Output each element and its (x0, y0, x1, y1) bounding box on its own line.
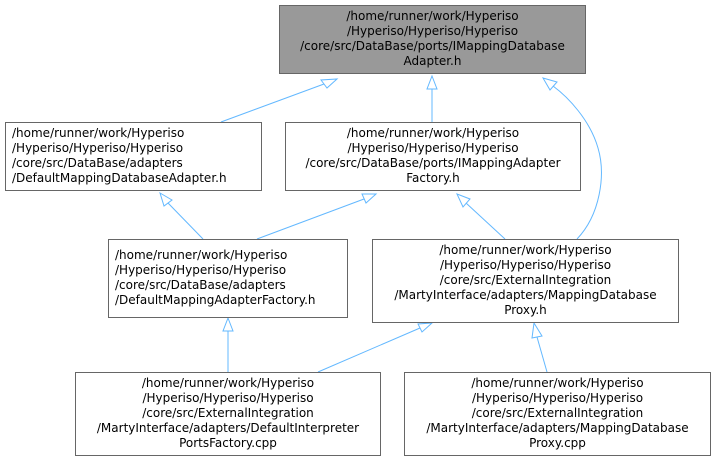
node-mappingdatabaseproxy-h[interactable]: /home/runner/work/Hyperiso /Hyperiso/Hyp… (372, 239, 679, 323)
dependency-edge-n4-n2 (465, 202, 506, 240)
node-label-line: Proxy.h (504, 303, 547, 317)
arrowhead-icon (361, 193, 378, 204)
arrowhead-icon (426, 74, 438, 90)
node-label-line: Factory.h (406, 171, 460, 185)
node-label-line: /DefaultMappingAdapterFactory.h (115, 293, 316, 307)
node-defaultinterpreterportsfactory-cpp[interactable]: /home/runner/work/Hyperiso /Hyperiso/Hyp… (75, 372, 381, 456)
node-label-line: PortsFactory.cpp (179, 436, 277, 450)
arrowhead-icon (456, 193, 471, 208)
node-label-line: /home/runner/work/Hyperiso (12, 126, 185, 140)
dependency-edge-n3-n1 (167, 202, 204, 240)
node-label-line: /core/src/DataBase/adapters (12, 156, 183, 170)
node-label-line: /core/src/ExternalIntegration (439, 273, 612, 287)
arrowhead-icon (222, 316, 234, 332)
node-defaultmappingdatabaseadapter-h[interactable]: /home/runner/work/Hyperiso /Hyperiso/Hyp… (5, 122, 262, 191)
node-label-line: /Hyperiso/Hyperiso/Hyperiso (142, 391, 314, 405)
node-defaultmappingadapterfactory-h[interactable]: /home/runner/work/Hyperiso /Hyperiso/Hyp… (108, 239, 348, 318)
node-label-line: /Hyperiso/Hyperiso/Hyperiso (12, 141, 184, 155)
dependency-edge-n6-n4 (536, 336, 548, 373)
node-label-line: /Hyperiso/Hyperiso/Hyperiso (346, 24, 519, 38)
node-label-line: /Hyperiso/Hyperiso/Hyperiso (439, 258, 612, 272)
node-label-line: /home/runner/work/Hyperiso (346, 126, 520, 140)
node-label-line: /home/runner/work/Hyperiso (471, 376, 644, 390)
node-label-line: /core/src/DataBase/ports/IMappingDatabas… (300, 39, 565, 53)
arrowhead-icon (417, 322, 434, 333)
node-label-line: /Hyperiso/Hyperiso/Hyperiso (115, 263, 287, 277)
node-label-line: /DefaultMappingDatabaseAdapter.h (12, 171, 227, 185)
node-imappingadapterfactory-h[interactable]: /home/runner/work/Hyperiso /Hyperiso/Hyp… (285, 122, 581, 191)
node-mappingdatabaseproxy-cpp[interactable]: /home/runner/work/Hyperiso /Hyperiso/Hyp… (404, 372, 711, 456)
arrowhead-icon (159, 191, 173, 207)
dependency-edge-n3-n2 (256, 198, 365, 240)
arrowhead-icon (531, 321, 543, 339)
node-label-line: /core/src/DataBase/adapters (115, 278, 286, 292)
node-label-line: /home/runner/work/Hyperiso (115, 248, 288, 262)
node-label-line: /MartyInterface/adapters/MappingDatabase (426, 421, 689, 435)
node-label-line: /home/runner/work/Hyperiso (141, 376, 315, 390)
node-label-line: /core/src/ExternalIntegration (471, 406, 644, 420)
dependency-edge-n4-n0 (552, 85, 602, 240)
arrowhead-icon (320, 78, 339, 89)
node-imappingdatabaseadapter-h[interactable]: /home/runner/work/Hyperiso /Hyperiso/Hyp… (279, 5, 586, 74)
node-label-line: /core/src/ExternalIntegration (142, 406, 314, 420)
dependency-edge-n1-n0 (220, 83, 325, 123)
node-label-line: /MartyInterface/adapters/MappingDatabase (394, 288, 657, 302)
node-label-line: /MartyInterface/adapters/DefaultInterpre… (96, 421, 360, 435)
dependency-edge-n5-n4 (317, 327, 421, 373)
node-label-line: /Hyperiso/Hyperiso/Hyperiso (471, 391, 644, 405)
node-label-line: Proxy.cpp (529, 436, 586, 450)
node-label-line: /home/runner/work/Hyperiso (346, 9, 519, 23)
node-label-line: /Hyperiso/Hyperiso/Hyperiso (347, 141, 519, 155)
node-label-line: /core/src/DataBase/ports/IMappingAdapter (305, 156, 561, 170)
node-label-line: Adapter.h (403, 54, 462, 68)
node-label-line: /home/runner/work/Hyperiso (439, 243, 612, 257)
arrowhead-icon (541, 77, 558, 91)
